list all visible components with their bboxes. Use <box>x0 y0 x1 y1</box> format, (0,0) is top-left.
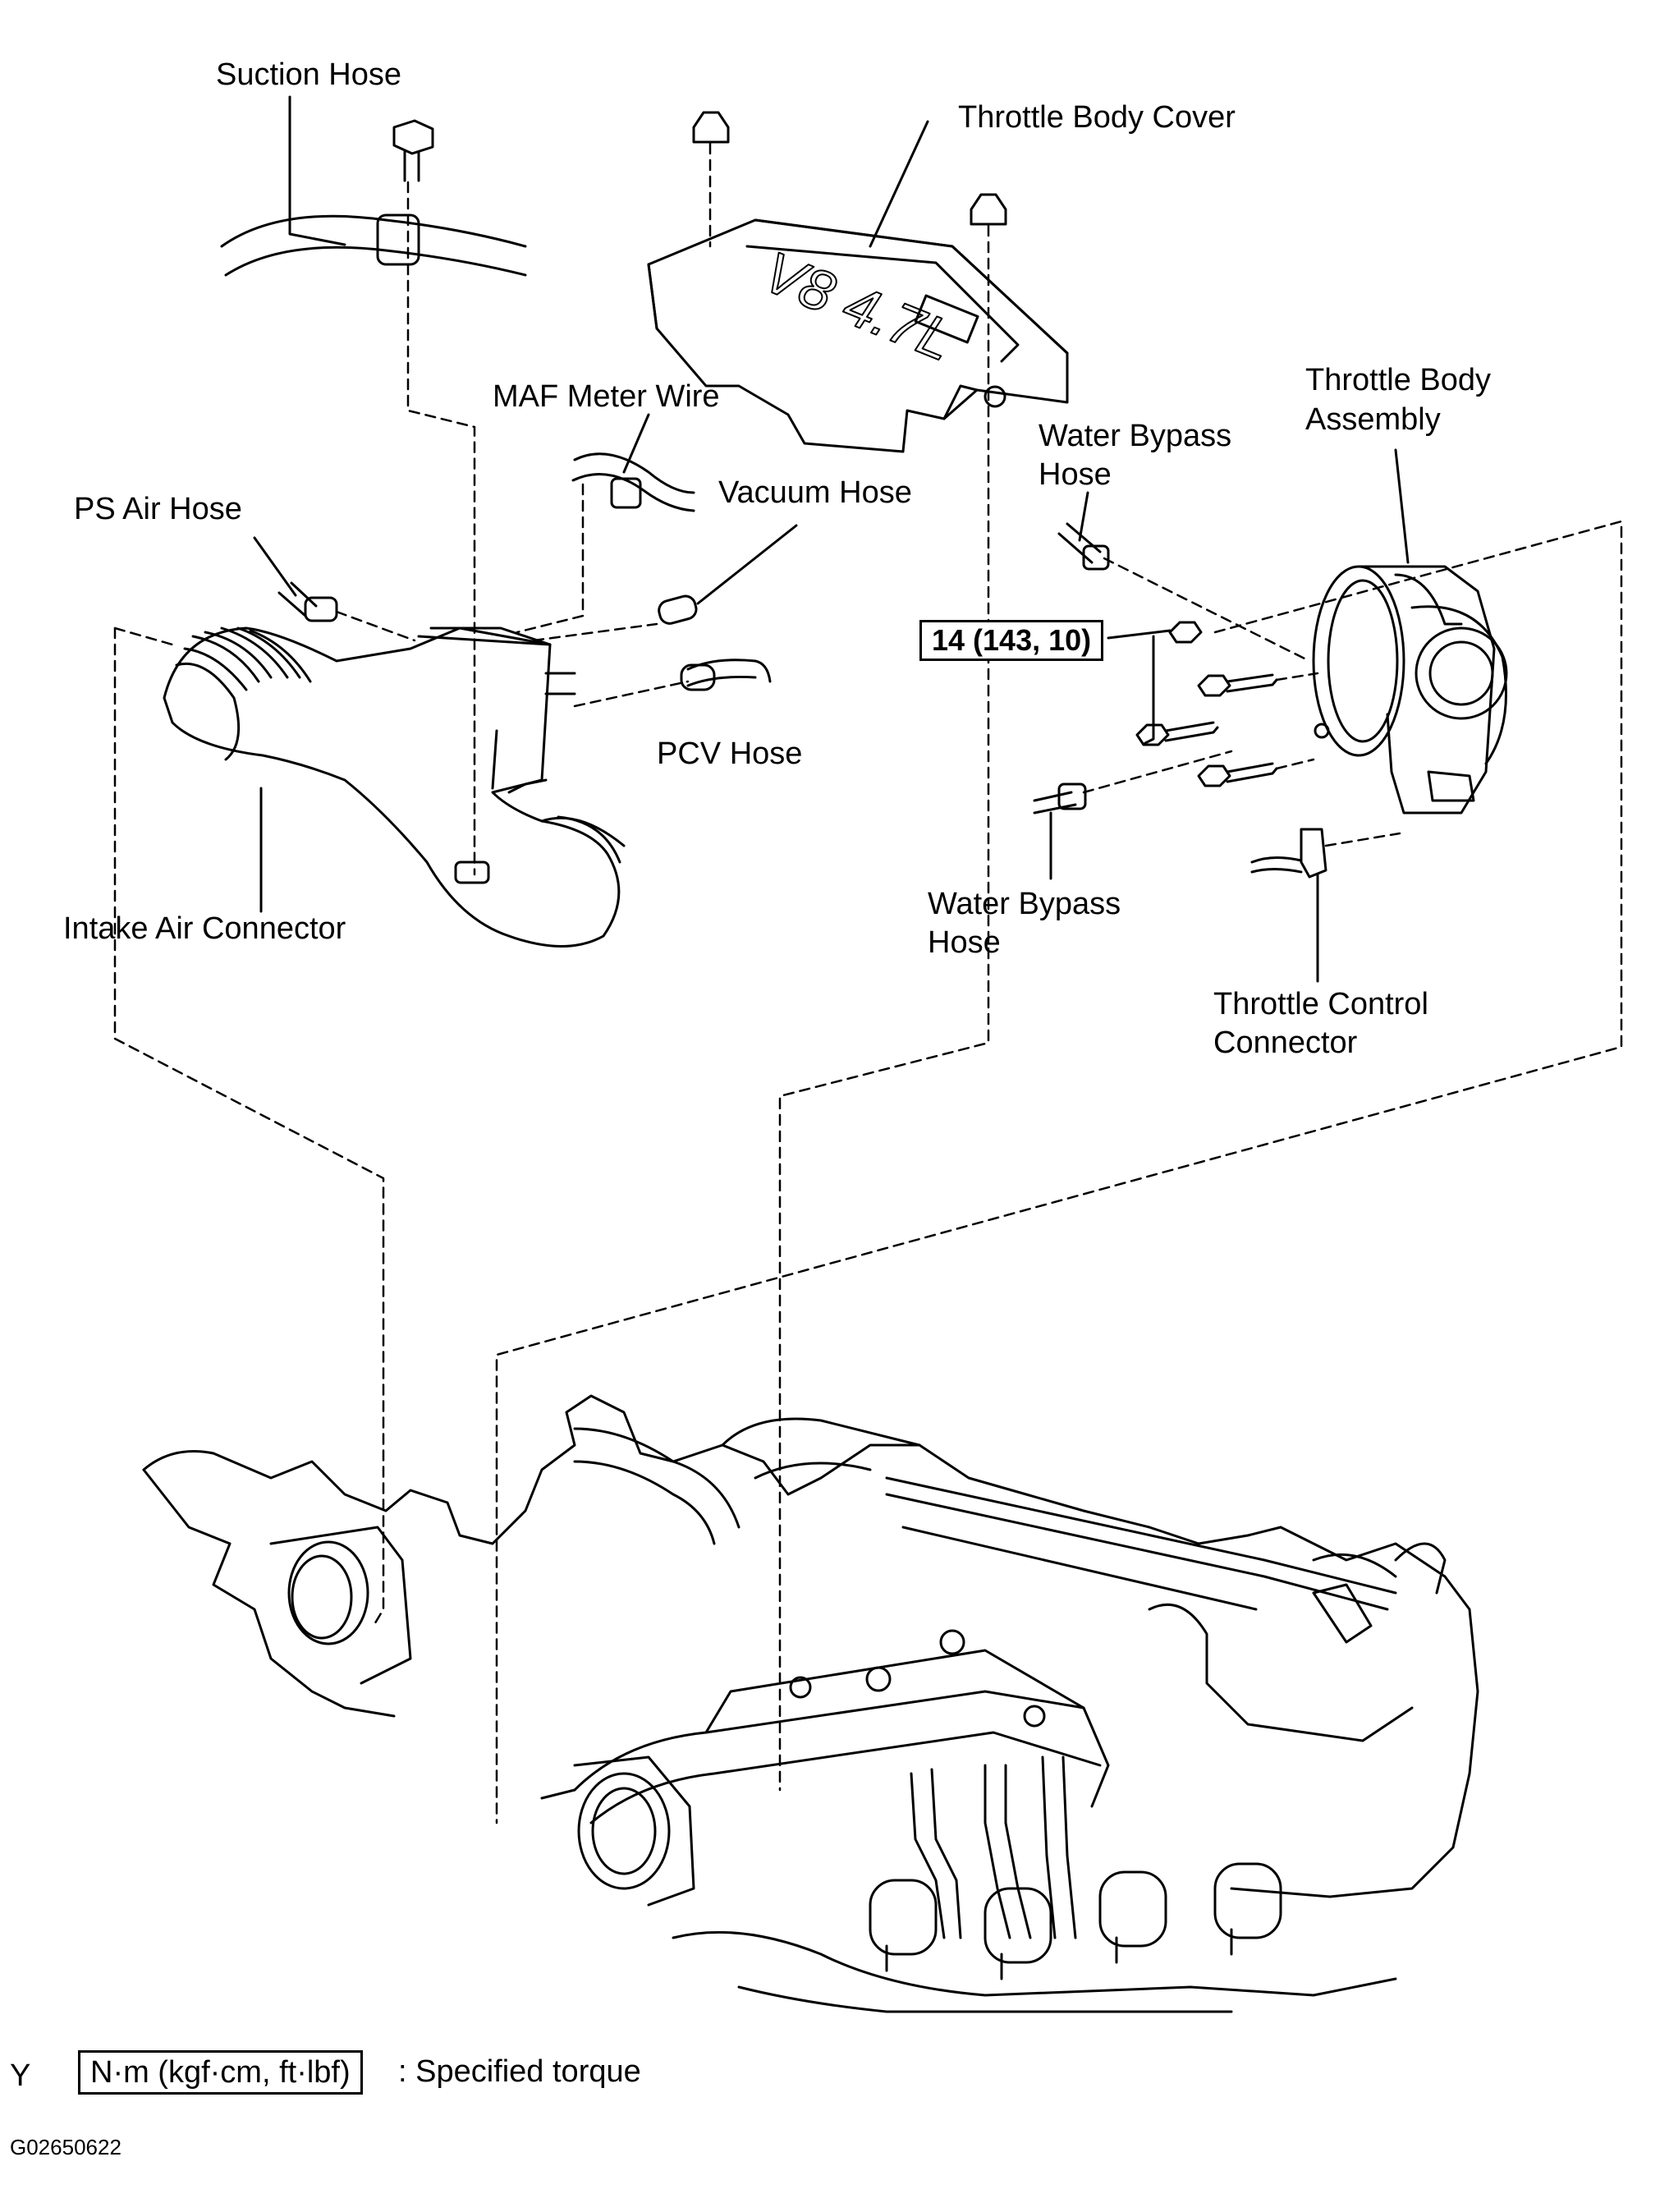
ps-air-hose <box>277 581 338 622</box>
dashed-guides <box>113 142 1623 1824</box>
legend-torque-box: N·m (kgf·cm, ft·lbf) <box>78 2050 363 2095</box>
water-bypass-hose-bottom-label-line1: Water Bypass <box>928 887 1121 921</box>
cover-nut-right <box>970 193 1007 226</box>
vacuum-hose-label: Vacuum Hose <box>718 475 912 510</box>
pcv-hose <box>680 659 772 691</box>
leader-line <box>253 536 297 597</box>
leader-line <box>288 95 346 246</box>
legend-prefix: Y <box>10 2058 31 2093</box>
vacuum-hose <box>658 594 698 625</box>
throttle-body-assembly-label-line2: Assembly <box>1305 402 1441 437</box>
leader-line <box>696 524 798 605</box>
leader-line <box>1107 629 1172 745</box>
torque-spec-box: 14 (143, 10) <box>919 620 1104 661</box>
leader-line <box>622 413 650 474</box>
water-bypass-hose-top-label-line1: Water Bypass <box>1039 419 1232 453</box>
throttle-control-connector <box>1250 828 1327 879</box>
leader-line <box>1078 491 1089 542</box>
suction-hose <box>220 213 527 277</box>
water-bypass-hose-bottom <box>1033 782 1087 815</box>
leader-line <box>1394 448 1410 564</box>
engine-assembly <box>142 1394 1479 2013</box>
water-bypass-hose-top-label-line2: Hose <box>1039 457 1112 492</box>
water-bypass-hose-bottom-label-line2: Hose <box>928 925 1001 960</box>
throttle-control-connector-label-line2: Connector <box>1213 1026 1358 1060</box>
pcv-hose-label: PCV Hose <box>657 737 803 771</box>
suction-hose-bolt <box>392 119 434 182</box>
throttle-control-connector-label-line1: Throttle Control <box>1213 987 1428 1021</box>
intake-air-connector <box>163 626 626 948</box>
ps-air-hose-label: PS Air Hose <box>74 492 242 526</box>
throttle-body-assembly-label-line1: Throttle Body <box>1305 363 1491 397</box>
cover-nut-left <box>692 111 730 144</box>
cover-emblem: V8 4.7L <box>754 240 962 374</box>
suction-hose-label: Suction Hose <box>216 57 402 92</box>
legend-description: : Specified torque <box>398 2054 641 2089</box>
water-bypass-hose-top <box>1057 522 1110 571</box>
maf-meter-wire <box>571 452 695 512</box>
maf-meter-wire-label: MAF Meter Wire <box>493 379 720 414</box>
intake-air-connector-label: Intake Air Connector <box>63 911 346 946</box>
figure-code: G02650622 <box>10 2135 122 2159</box>
throttle-body-cover: V8 4.7L <box>647 218 1069 453</box>
leader-line <box>869 120 929 248</box>
throttle-body-assembly <box>1312 565 1508 815</box>
throttle-body-cover-label: Throttle Body Cover <box>958 100 1236 135</box>
throttle-body-bolts <box>1135 621 1330 787</box>
